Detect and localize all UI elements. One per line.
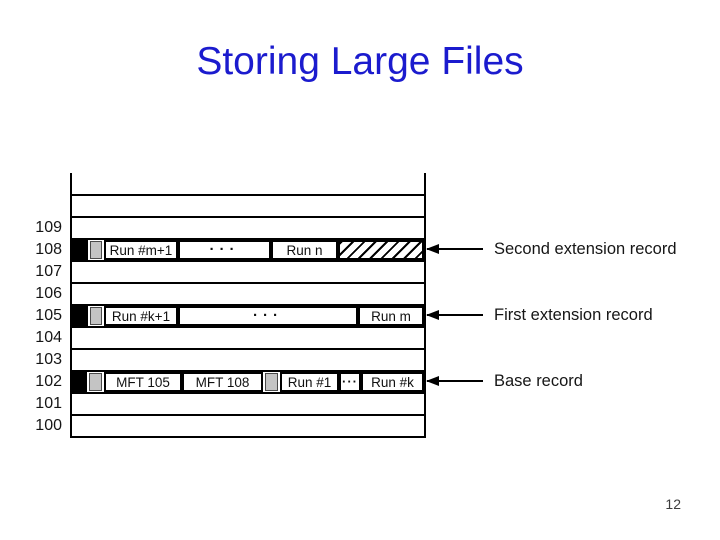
- record-header-black-box: [72, 306, 88, 326]
- slide-title: Storing Large Files: [196, 40, 524, 83]
- annotation-label: Second extension record: [494, 239, 677, 258]
- ellipsis-cell: ···: [178, 306, 358, 326]
- record-attribute-gray-box: [265, 373, 278, 391]
- mft-row-107: 107: [35, 260, 424, 282]
- left-arrow-icon: [427, 379, 483, 383]
- mft-open-top: [70, 173, 426, 194]
- mft-row-104: 104: [35, 326, 424, 348]
- record-header-gray-box: [89, 373, 102, 391]
- row-label-107: 107: [35, 263, 62, 280]
- mft-records: 109 108 Run #m+1 ··· Run n 107 106: [35, 194, 426, 438]
- record-105-content: Run #k+1 ··· Run m: [72, 306, 424, 326]
- row-label-105: 105: [35, 307, 62, 324]
- annotation-first-extension: First extension record: [427, 306, 653, 324]
- run-cell: Run #1: [280, 372, 339, 392]
- unused-hatched-area: [338, 240, 424, 260]
- mft-row-101: 101: [35, 392, 424, 414]
- left-arrow-icon: [427, 247, 483, 251]
- row-label-103: 103: [35, 351, 62, 368]
- run-cell: Run m: [358, 306, 424, 326]
- ellipsis-cell: ···: [178, 240, 271, 260]
- run-cell: Run n: [271, 240, 338, 260]
- mft-row-106: 106: [35, 282, 424, 304]
- annotation-base-record: Base record: [427, 372, 583, 390]
- record-header-gray-box: [90, 307, 102, 325]
- run-cell: Run #m+1: [104, 240, 178, 260]
- left-arrow-icon: [427, 313, 483, 317]
- mft-row-unlabeled: [72, 194, 424, 216]
- row-label-104: 104: [35, 329, 62, 346]
- annotation-label: First extension record: [494, 305, 653, 324]
- annotation-label: Base record: [494, 371, 583, 390]
- row-label-100: 100: [35, 417, 62, 434]
- record-header-gray-box: [90, 241, 102, 259]
- mft-row-102-base-record: 102 MFT 105 MFT 108 Run #1 ··· Run #k: [35, 370, 424, 392]
- page-number: 12: [665, 496, 681, 512]
- record-102-content: MFT 105 MFT 108 Run #1 ··· Run #k: [72, 372, 424, 392]
- mft-ref-cell: MFT 105: [104, 372, 182, 392]
- mft-row-100: 100: [35, 414, 424, 436]
- run-cell: Run #k: [361, 372, 424, 392]
- row-label-108: 108: [35, 241, 62, 258]
- record-108-content: Run #m+1 ··· Run n: [72, 240, 424, 260]
- ellipsis-cell: ···: [339, 372, 361, 392]
- row-label-101: 101: [35, 395, 62, 412]
- row-label-106: 106: [35, 285, 62, 302]
- mft-row-103: 103: [35, 348, 424, 370]
- row-label-102: 102: [35, 373, 62, 390]
- mft-row-109: 109: [35, 216, 424, 238]
- run-cell: Run #k+1: [104, 306, 178, 326]
- annotation-second-extension: Second extension record: [427, 240, 677, 258]
- record-header-black-box: [72, 372, 87, 392]
- record-header-black-box: [72, 240, 88, 260]
- mft-table: 109 108 Run #m+1 ··· Run n 107 106: [35, 173, 426, 438]
- mft-row-108-second-extension-record: 108 Run #m+1 ··· Run n: [35, 238, 424, 260]
- mft-row-105-first-extension-record: 105 Run #k+1 ··· Run m: [35, 304, 424, 326]
- row-label-109: 109: [35, 219, 62, 236]
- mft-ref-cell: MFT 108: [182, 372, 263, 392]
